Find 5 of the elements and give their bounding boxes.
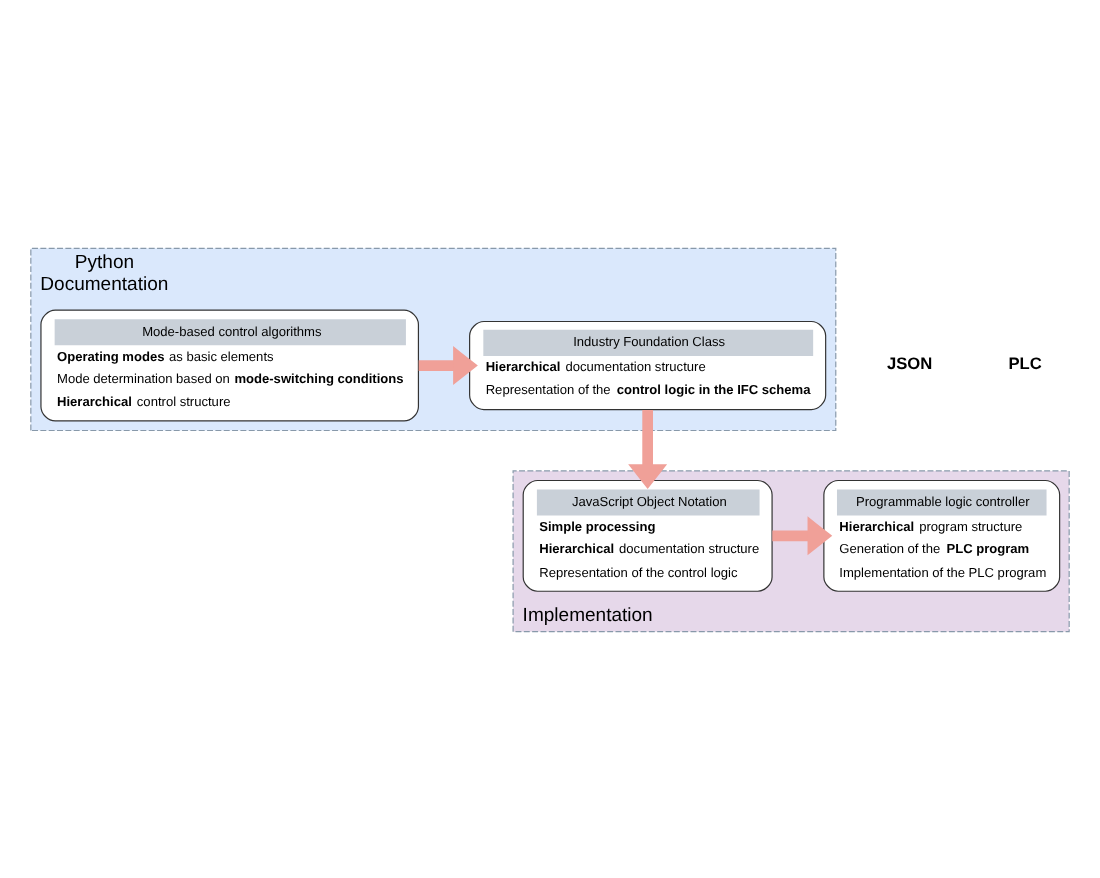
arrow	[418, 345, 478, 385]
arrow	[772, 515, 833, 555]
arrow	[628, 409, 668, 489]
label: PLC	[1008, 351, 1042, 372]
label: JSON	[886, 351, 933, 372]
